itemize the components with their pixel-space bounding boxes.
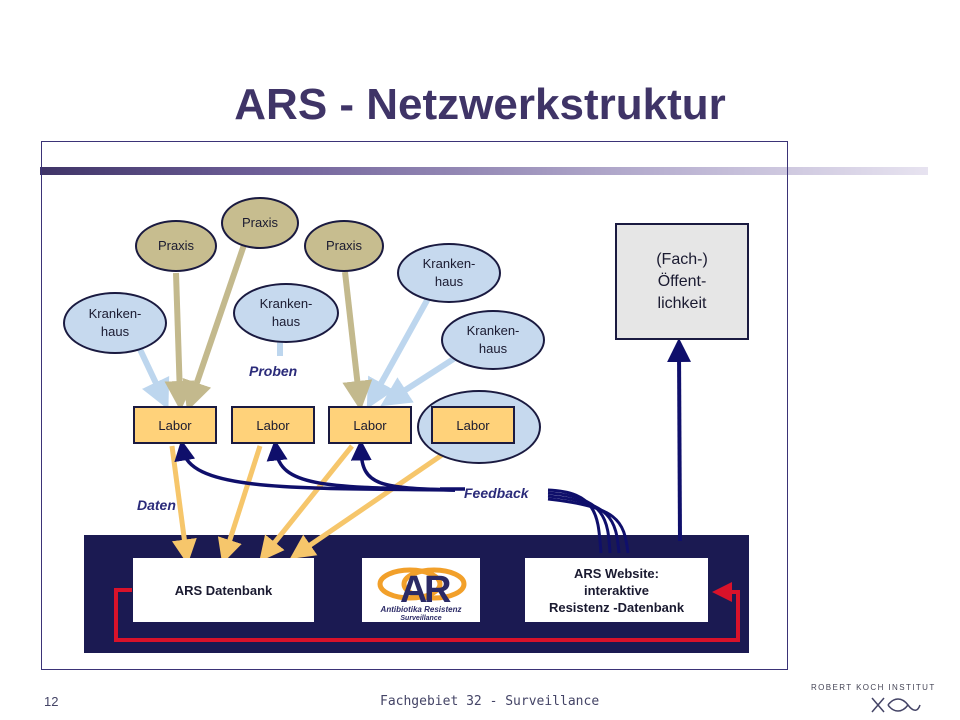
ars-website-box: ARS Website: interaktive Resistenz -Date…: [525, 558, 708, 622]
praxis2-to-labor1-arrow: [182, 241, 248, 412]
labor-box-2: Labor: [231, 406, 315, 444]
labor2-to-db-arrow: [217, 445, 263, 564]
labor-box-4: Labor: [431, 406, 515, 444]
rki-logo-icon: [871, 697, 921, 713]
kh1-to-labor1-arrow: [134, 341, 170, 410]
labor-box-1: Labor: [133, 406, 217, 444]
db-website-loop-arrow: [114, 582, 740, 642]
kh4-to-labor3-arrow: [380, 355, 457, 407]
praxis-node-2: Praxis: [221, 197, 299, 249]
labor3-to-db-arrow: [259, 444, 354, 562]
website-feedback-curve-1: [547, 488, 603, 554]
proben-label: Proben: [249, 363, 298, 379]
diagram-frame: [41, 141, 788, 670]
praxis-node-1: Praxis: [135, 220, 217, 272]
public-line-3: lichkeit: [657, 294, 707, 312]
svg-text:Surveillance: Surveillance: [400, 615, 441, 622]
krankenhaus-node-2: Kranken-haus: [233, 283, 339, 343]
labor-box-3: Labor: [328, 406, 412, 444]
praxis3-to-labor3-arrow: [342, 271, 373, 411]
krankenhaus-node-3: Kranken-haus: [397, 243, 501, 303]
labor4-to-db-arrow: [289, 441, 460, 560]
website-to-public-arrow: [667, 338, 692, 542]
praxis-node-3: Praxis: [304, 220, 384, 272]
footer-text: Fachgebiet 32 - Surveillance: [380, 694, 600, 709]
rki-wordmark: ROBERT KOCH INSTITUT: [811, 683, 936, 692]
feedback-label: Feedback: [464, 485, 529, 501]
svg-text:A: A: [400, 569, 427, 611]
ars-logo: A R Antibiotika Resistenz Surveillance: [362, 558, 480, 622]
website-line-3: Resistenz -Datenbank: [548, 599, 685, 615]
public-box: (Fach-) Öffent- lichkeit: [615, 223, 749, 340]
website-feedback-curve-2: [547, 491, 612, 554]
website-feedback-curve-3: [547, 494, 621, 554]
svg-text:Antibiotika Resistenz: Antibiotika Resistenz: [380, 605, 462, 614]
labor1-to-db-arrow: [169, 445, 197, 565]
website-line-2: interaktive: [583, 582, 650, 598]
website-line-1: ARS Website:: [574, 565, 659, 581]
feedback-to-labor3-curve: [350, 439, 456, 492]
svg-text:R: R: [424, 569, 451, 611]
page-number: 12: [44, 694, 59, 709]
public-line-1: (Fach-): [656, 250, 708, 268]
praxis1-to-labor1-arrow: [164, 272, 195, 411]
page-title: ARS - Netzwerkstruktur: [234, 80, 726, 129]
title-underline-bar: [40, 167, 928, 175]
daten-label: Daten: [137, 497, 176, 513]
ars-database-box: ARS Datenbank: [133, 558, 314, 622]
krankenhaus-node-1: Kranken-haus: [63, 292, 167, 354]
krankenhaus-node-4: Kranken-haus: [441, 310, 545, 370]
public-line-2: Öffent-: [657, 272, 707, 290]
ars-logo-graphic: A R Antibiotika Resistenz Surveillance: [377, 567, 467, 622]
website-feedback-curve-4: [547, 497, 630, 554]
